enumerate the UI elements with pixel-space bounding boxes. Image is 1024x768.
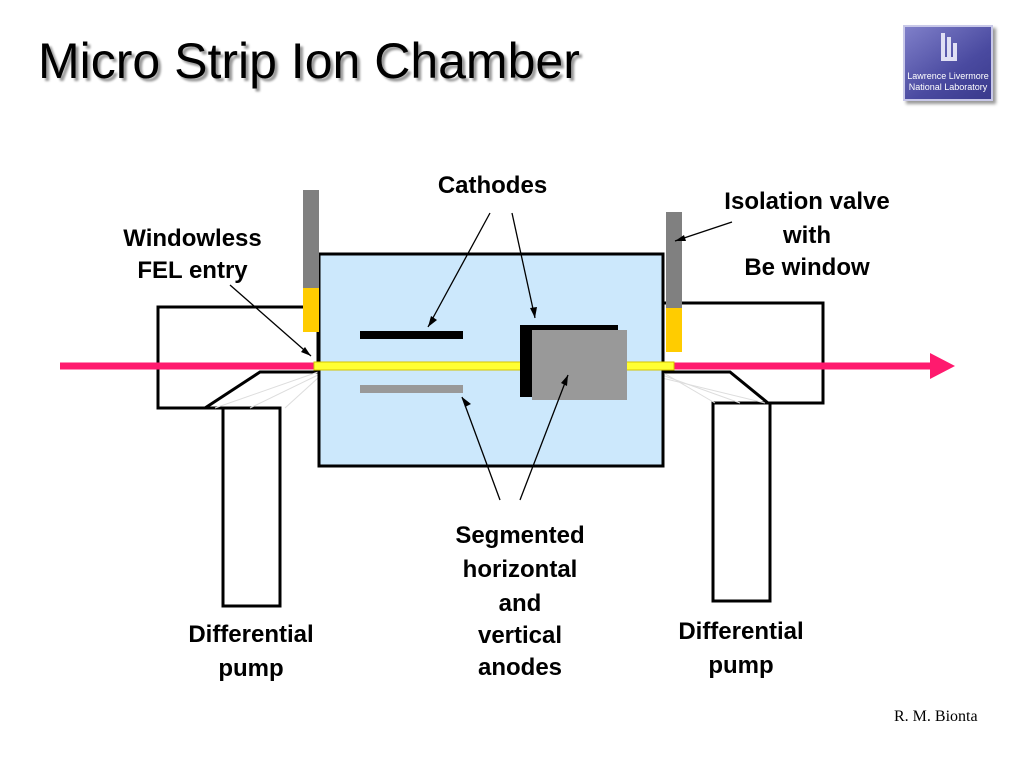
label-isolation-valve-line2: with xyxy=(783,222,831,249)
label-isolation-valve-line1: Isolation valve xyxy=(724,188,890,215)
label-anodes-line4: vertical xyxy=(477,622,563,649)
label-anodes-line3: and xyxy=(498,590,542,617)
right-pump-tube xyxy=(711,401,772,603)
left-flange xyxy=(156,305,320,410)
horizontal-anode xyxy=(360,385,463,393)
left-pump-tube xyxy=(221,406,282,608)
label-windowless-entry: Windowless FEL entry xyxy=(100,223,285,287)
pumping-flow-lines xyxy=(214,371,766,409)
label-anodes-line5: anodes xyxy=(477,654,563,681)
logo-text-line1: Lawrence Livermore xyxy=(907,71,989,81)
label-anodes-line1: Segmented xyxy=(455,522,585,549)
label-pump-left-line2: pump xyxy=(218,655,284,682)
label-isolation-valve-line3: Be window xyxy=(744,254,870,281)
beam-arrowhead-icon xyxy=(930,353,955,379)
pointer-arrowheads xyxy=(301,235,686,407)
pointer-lines xyxy=(229,212,733,501)
page-title: Micro Strip Ion Chamber xyxy=(38,33,580,89)
label-pump-right-line1: Differential xyxy=(678,618,804,645)
beam-inner-section xyxy=(313,361,675,371)
left-isolation-valve xyxy=(303,190,319,332)
label-windowless-line1: Windowless xyxy=(123,225,262,252)
author-credit: R. M. Bionta xyxy=(894,708,978,725)
label-isolation-valve: Isolation valve with Be window xyxy=(703,186,911,284)
label-pump-left-line1: Differential xyxy=(188,621,314,648)
vertical-anode xyxy=(532,330,627,400)
llnl-logo: Lawrence Livermore National Laboratory xyxy=(903,25,993,101)
fel-beam xyxy=(60,353,955,379)
llnl-mark-icon xyxy=(941,33,957,61)
logo-text-line2: National Laboratory xyxy=(908,82,988,92)
label-anodes-line2: horizontal xyxy=(462,556,578,583)
label-anodes: Segmented horizontal and vertical anodes xyxy=(430,520,610,684)
right-isolation-valve xyxy=(666,212,682,352)
label-windowless-line2: FEL entry xyxy=(137,257,248,284)
label-pump-left: Differential pump xyxy=(165,619,337,685)
horizontal-cathode xyxy=(360,331,463,339)
label-cathodes: Cathodes xyxy=(437,172,548,199)
label-pump-right-line2: pump xyxy=(708,652,774,679)
right-flange xyxy=(660,301,825,405)
label-pump-right: Differential pump xyxy=(655,616,827,682)
